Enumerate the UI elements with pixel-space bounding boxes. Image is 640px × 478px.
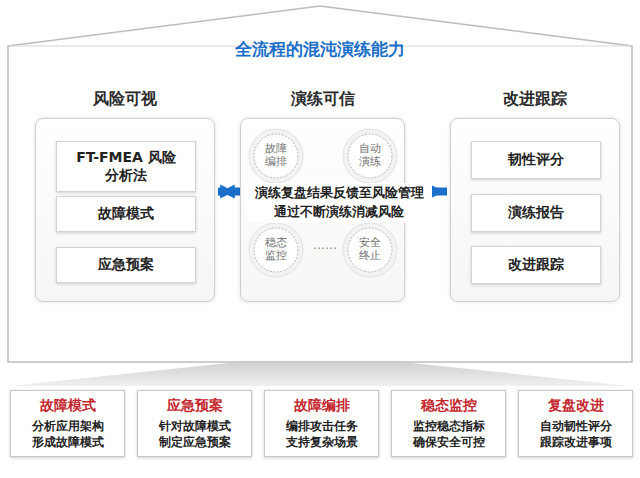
card-body: 监控稳态指标 确保安全可控 [409,418,488,450]
feature-card: 稳态监控监控稳态指标 确保安全可控 [391,390,506,457]
panel-heading: 风险可视 [36,89,214,110]
edge-label: 演练复盘结果反馈至风险管理 通过不断演练消减风险 [247,183,432,223]
flow-arrow [218,188,223,196]
box-label: 韧性评分 [483,151,589,169]
circle-label: 稳态监控 [265,237,288,262]
card-heading: 故障模式 [40,397,96,415]
card-body: 分析应用架构 形成故障模式 [28,418,107,450]
feature-card: 故障模式分析应用架构 形成故障模式 [10,390,125,457]
card-body: 编排攻击任务 支持复杂场景 [282,418,361,450]
group-panel: 改进跟踪韧性评分演练报告改进跟踪 [450,118,620,302]
feature-card: 故障编排编排攻击任务 支持复杂场景 [264,390,379,457]
process-box: 改进跟踪 [471,246,601,284]
card-body: 针对故障模式 制定应急预案 [155,418,234,450]
group-panel: 风险可视FT-FMEA 风险分析法故障模式应急预案 [35,118,215,302]
box-label: 应急预案 [73,256,179,274]
card-heading: 故障编排 [294,397,350,415]
process-box: 故障模式 [56,196,196,232]
circle-label: 安全终止 [359,237,382,262]
diagram-title: 全流程的混沌演练能力 [0,38,640,61]
card-heading: 复盘改进 [548,397,604,415]
house-outline [8,6,632,362]
step-circle: 安全终止 [347,227,393,273]
panel-heading: 改进跟踪 [451,89,619,110]
process-box: 演练报告 [471,194,601,232]
step-circle: 故障编排 [253,133,299,179]
feature-card: 应急预案针对故障模式 制定应急预案 [137,390,252,457]
panel-heading: 演练可信 [241,89,404,110]
feature-card: 复盘改进自动韧性评分 跟踪改进事项 [518,390,633,457]
process-box: 韧性评分 [471,141,601,179]
box-label: 演练报告 [483,204,589,222]
process-box: FT-FMEA 风险分析法 [56,141,196,192]
process-box: 应急预案 [56,247,196,283]
box-label: 故障模式 [73,205,179,223]
circle-label: 故障编排 [265,143,288,168]
step-circle: 稳态监控 [253,227,299,273]
card-heading: 稳态监控 [421,397,477,415]
card-body: 自动韧性评分 跟踪改进事项 [536,418,615,450]
card-heading: 应急预案 [167,397,223,415]
box-label: 改进跟踪 [483,256,589,274]
step-circle: 自动演练 [347,133,393,179]
box-label: FT-FMEA 风险分析法 [73,149,179,184]
circle-label: 自动演练 [359,143,382,168]
fan-connector [10,362,630,386]
ellipsis-label: …… [313,238,337,252]
